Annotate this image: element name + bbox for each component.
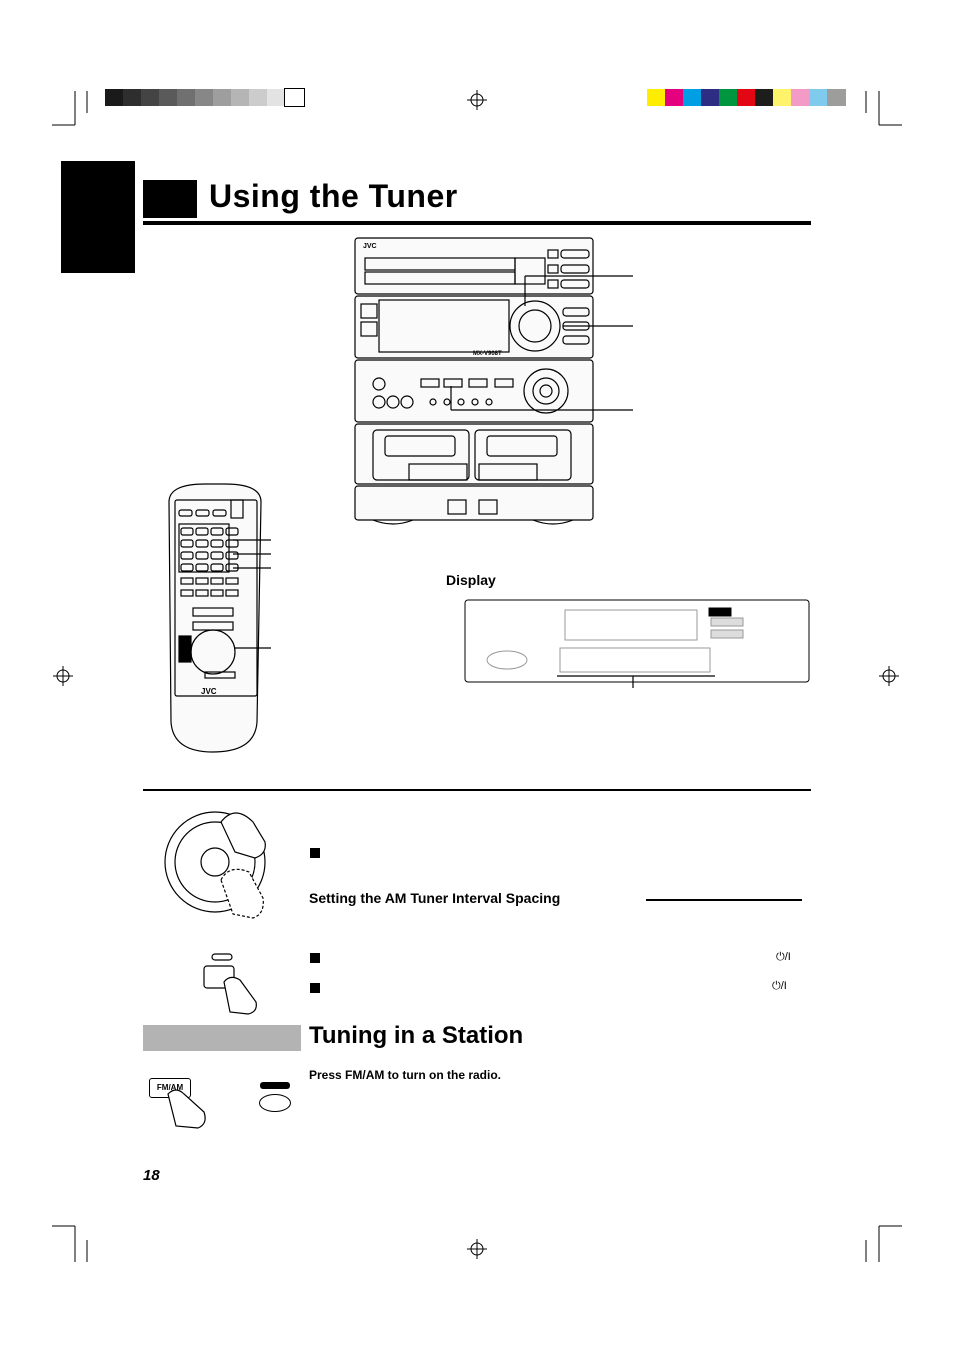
title-marker-box [143, 180, 197, 218]
page-number: 18 [143, 1167, 160, 1184]
brand-label: JVC [363, 243, 377, 250]
tuning-instruction: Press FM/AM to turn on the radio. [309, 1068, 502, 1082]
swatch [791, 89, 809, 106]
swatch [755, 89, 773, 106]
swatch [719, 89, 737, 106]
swatch [773, 89, 791, 106]
remote-control-illustration: JVC [168, 483, 271, 753]
model-label: MX-V908T [473, 351, 502, 357]
swatch [213, 89, 231, 106]
display-label: Display [446, 572, 496, 588]
language-side-tab [61, 161, 135, 273]
swatch [683, 89, 701, 106]
remote-button-indicator [260, 1082, 290, 1089]
remote-brand-label: JVC [201, 687, 217, 696]
bullet-marker [310, 953, 320, 963]
swatch [701, 89, 719, 106]
fm-am-hand-illustration [167, 1089, 206, 1129]
section-grey-bar [143, 1025, 301, 1051]
bullet-marker [310, 848, 320, 858]
swatch [647, 89, 665, 106]
tuning-dial-illustration [164, 811, 266, 919]
swatch [177, 89, 195, 106]
swatch [141, 89, 159, 106]
bullet-marker [310, 983, 320, 993]
swatch [827, 89, 846, 106]
swatch [267, 89, 285, 106]
swatch [123, 89, 141, 106]
swatch [809, 89, 827, 106]
stereo-unit-illustration: JVC MX-V908T [354, 237, 633, 525]
swatch [231, 89, 249, 106]
swatch [737, 89, 755, 106]
swatch [665, 89, 683, 106]
swatch [105, 89, 123, 106]
am-spacing-rule [646, 899, 802, 901]
am-spacing-heading: Setting the AM Tuner Interval Spacing [309, 890, 561, 906]
page-title: Using the Tuner [209, 178, 458, 214]
section-rule [143, 789, 811, 791]
swatch [284, 88, 305, 107]
remote-fm-am-button [259, 1094, 291, 1112]
swatch [249, 89, 267, 106]
swatch [195, 89, 213, 106]
tuning-section-title: Tuning in a Station [309, 1022, 524, 1049]
power-icon: ⏻/I [772, 980, 787, 992]
swatch [159, 89, 177, 106]
standby-button-illustration [203, 953, 257, 1015]
power-icon: ⏻/I [776, 951, 791, 963]
display-panel-illustration [464, 599, 810, 688]
title-rule [143, 221, 811, 225]
